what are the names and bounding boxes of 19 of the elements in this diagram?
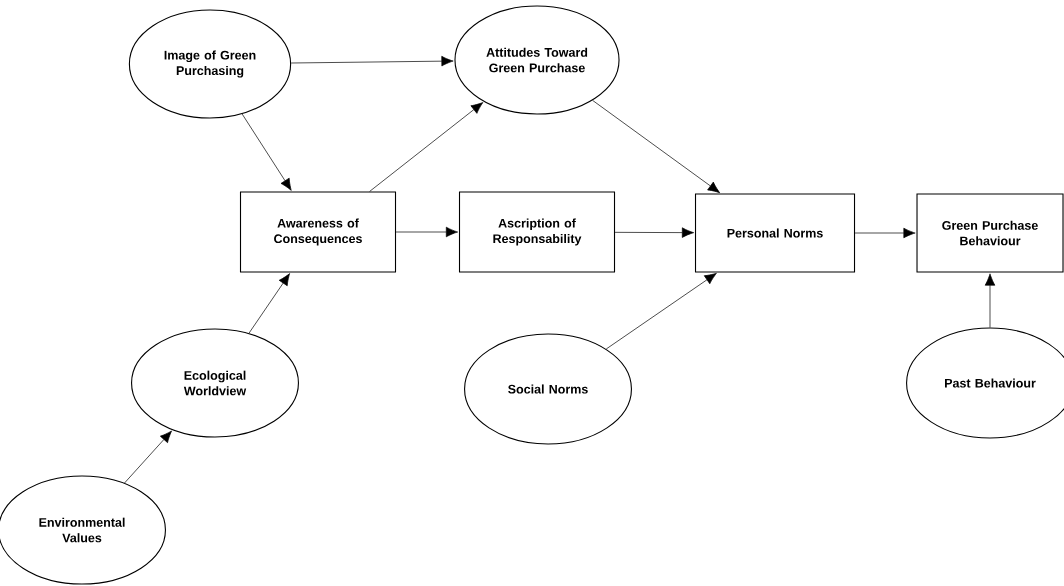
arrow [290, 55, 454, 67]
ellipse-node: Ecological Worldview [131, 328, 299, 438]
process-box: Green Purchase Behaviour [916, 193, 1064, 273]
ellipse-node: Image of Green Purchasing [128, 9, 292, 119]
process-box: Ascription of Responsability [458, 191, 616, 273]
ellipse-node: Social Norms [464, 333, 632, 445]
arrow [241, 113, 292, 191]
arrow [369, 102, 484, 192]
arrow [124, 430, 172, 484]
arrow [614, 227, 694, 238]
arrow [984, 273, 996, 328]
arrow [395, 226, 459, 238]
arrow [854, 227, 916, 239]
arrow [605, 272, 717, 350]
arrow [592, 100, 721, 194]
process-box: Awareness of Consequences [239, 191, 397, 273]
arrow [248, 273, 290, 334]
ellipse-node: Attitudes Toward Green Purchase [454, 5, 620, 115]
process-box: Personal Norms [694, 193, 856, 273]
